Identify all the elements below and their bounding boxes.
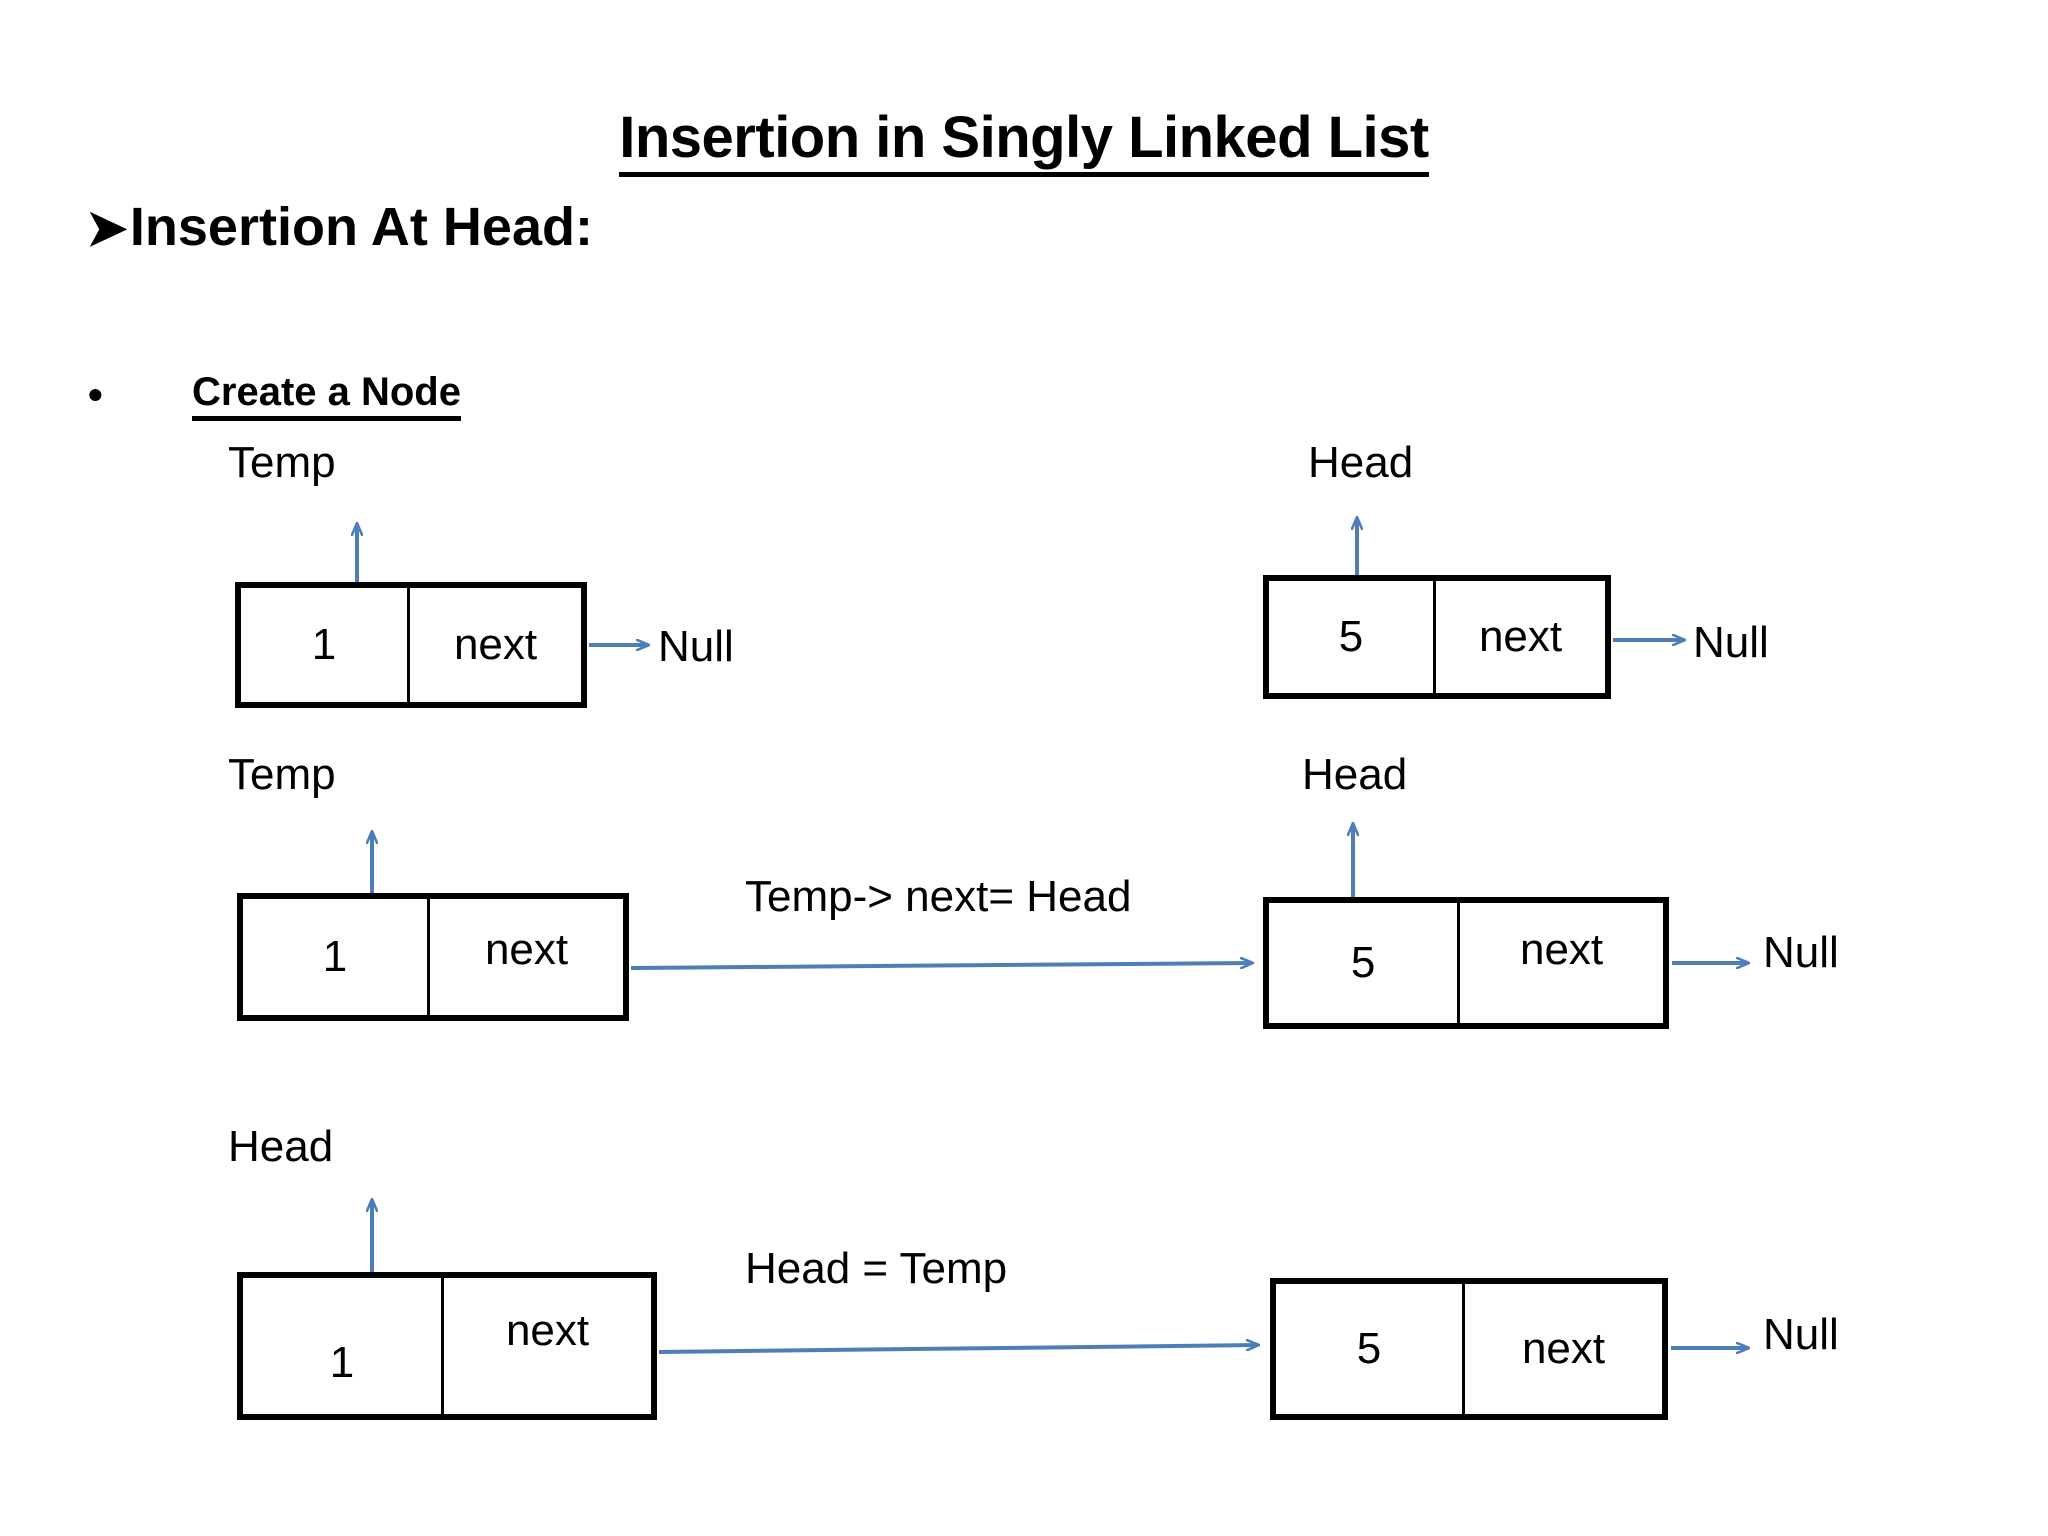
node-next-cell: next <box>410 588 581 702</box>
node-data-cell: 5 <box>1269 581 1437 693</box>
subheading-text: Insertion At Head: <box>129 197 593 257</box>
node-data-cell: 1 <box>241 588 411 702</box>
node-next-cell: next <box>1460 903 1663 1023</box>
node-next-cell: next <box>1436 581 1605 693</box>
node-data-cell: 5 <box>1269 903 1461 1023</box>
terminator-null-row3-right: Null <box>1763 1310 1839 1359</box>
node-row3-left: 1 next <box>237 1272 657 1420</box>
connector-label-row2: Temp-> next= Head <box>745 872 1132 921</box>
arrow-bullet-icon: ➤ <box>86 200 128 256</box>
node-next-cell: next <box>430 899 623 1015</box>
pointer-label-head-row3: Head <box>228 1122 334 1171</box>
node-row2-left: 1 next <box>237 893 629 1021</box>
node-next-cell: next <box>1465 1284 1662 1414</box>
node-next-cell: next <box>444 1278 651 1414</box>
terminator-null-row1-right: Null <box>1693 618 1769 667</box>
step-label: Create a Node <box>192 370 461 421</box>
node-data-cell: 1 <box>243 899 431 1015</box>
connector-arrow-temp-to-head <box>630 963 1252 970</box>
connector-arrow-head-equals-temp <box>658 1345 1258 1354</box>
subheading: ➤ Insertion At Head: <box>86 196 593 258</box>
page-title: Insertion in Singly Linked List <box>0 104 2048 177</box>
pointer-label-temp-row1: Temp <box>228 438 336 487</box>
node-row3-right: 5 next <box>1270 1278 1668 1420</box>
node-data-cell: 5 <box>1276 1284 1466 1414</box>
node-row1-right: 5 next <box>1263 575 1611 699</box>
node-row1-left: 1 next <box>235 582 587 708</box>
bullet-dot-icon: • <box>88 371 103 418</box>
pointer-label-temp-row2: Temp <box>228 750 336 799</box>
pointer-label-head-row1: Head <box>1308 438 1414 487</box>
node-data-cell: 1 <box>243 1278 445 1414</box>
terminator-null-row1-left: Null <box>658 622 734 671</box>
page-title-text: Insertion in Singly Linked List <box>619 105 1429 177</box>
connector-label-row3: Head = Temp <box>745 1244 1008 1293</box>
pointer-label-head-row2: Head <box>1302 750 1408 799</box>
terminator-null-row2-right: Null <box>1763 928 1839 977</box>
node-row2-right: 5 next <box>1263 897 1669 1029</box>
